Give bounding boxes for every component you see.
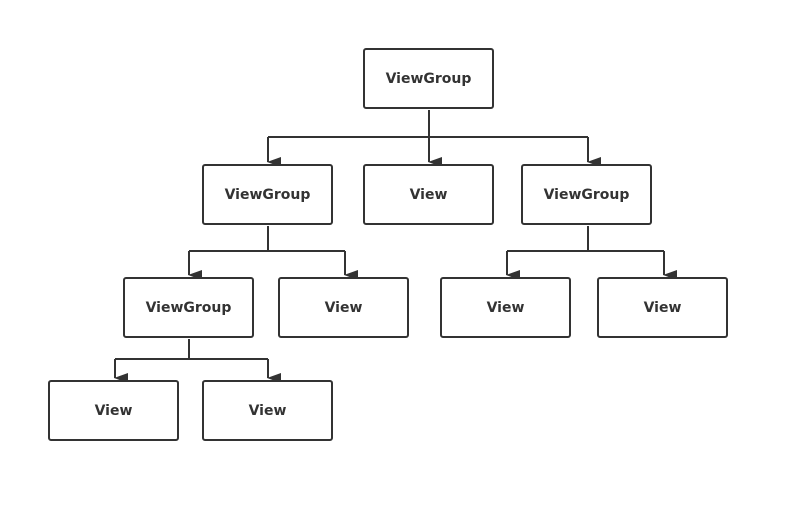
node-label: ViewGroup: [145, 299, 232, 316]
node-l1-view-center: View: [363, 164, 494, 225]
node-label: View: [643, 299, 682, 316]
node-root-viewgroup: ViewGroup: [363, 48, 494, 109]
node-label: ViewGroup: [385, 70, 472, 87]
node-l2-viewgroup: ViewGroup: [123, 277, 254, 338]
node-label: View: [248, 402, 287, 419]
node-label: View: [486, 299, 525, 316]
node-label: ViewGroup: [224, 186, 311, 203]
node-l2-view: View: [278, 277, 409, 338]
node-label: View: [324, 299, 363, 316]
node-l2-view: View: [597, 277, 728, 338]
node-l3-view: View: [202, 380, 333, 441]
node-l1-viewgroup-left: ViewGroup: [202, 164, 333, 225]
node-label: View: [94, 402, 133, 419]
node-label: View: [409, 186, 448, 203]
node-l3-view: View: [48, 380, 179, 441]
node-label: ViewGroup: [543, 186, 630, 203]
node-l1-viewgroup-right: ViewGroup: [521, 164, 652, 225]
node-l2-view: View: [440, 277, 571, 338]
